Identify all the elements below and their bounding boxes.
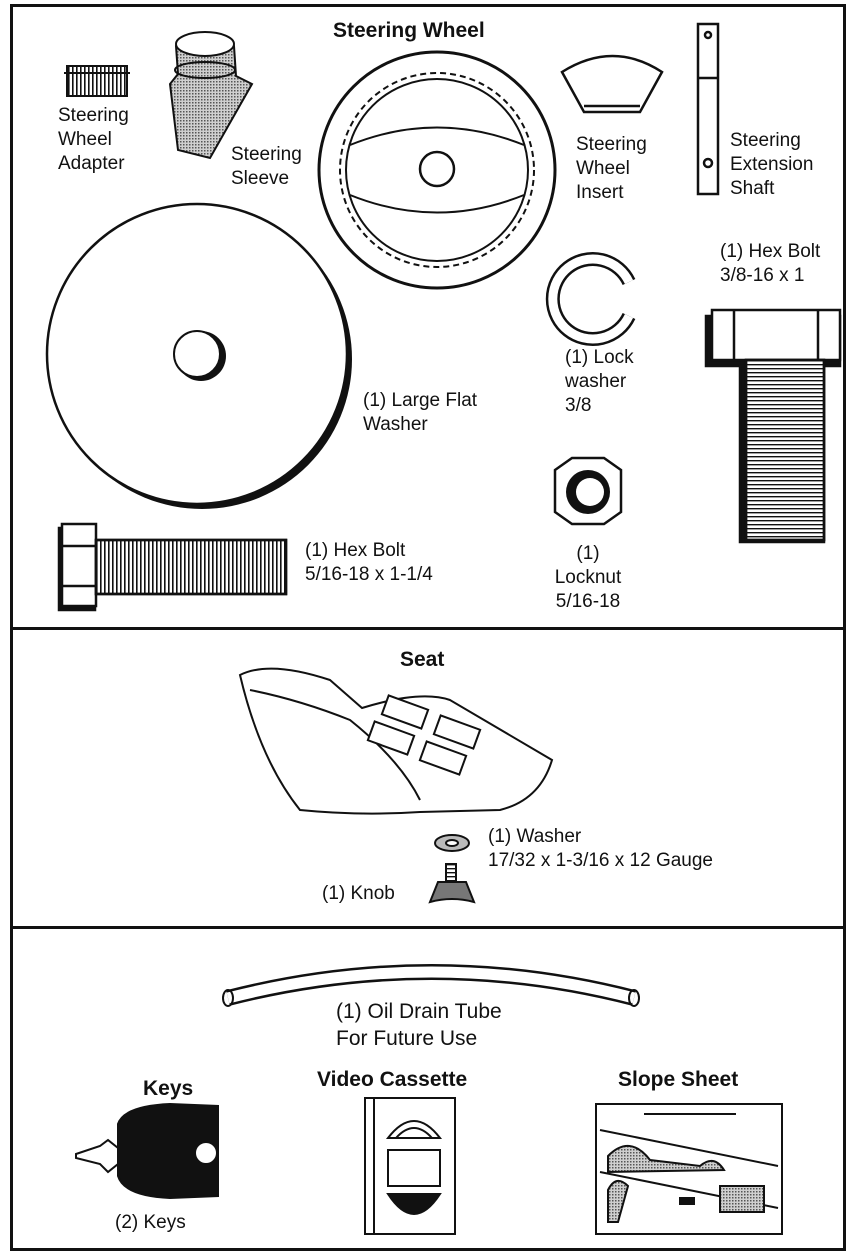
hex-bolt-small-label: (1) Hex Bolt 5/16-18 x 1-1/4	[305, 539, 433, 587]
large-flat-washer-icon	[47, 204, 352, 509]
lock-washer-label: (1) Lock washer 3/8	[565, 346, 634, 418]
lock-washer-icon	[553, 259, 629, 339]
steering-wheel-insert-icon	[562, 56, 662, 112]
steering-sleeve-label: Steering Sleeve	[231, 143, 302, 191]
slope-sheet-title: Slope Sheet	[618, 1068, 738, 1092]
hex-bolt-large-label: (1) Hex Bolt 3/8-16 x 1	[720, 240, 820, 288]
seat-washer-icon	[435, 835, 469, 851]
steering-wheel-icon	[319, 52, 555, 288]
slope-sheet-icon	[596, 1104, 782, 1234]
steering-wheel-adapter-label: Steering Wheel Adapter	[58, 104, 129, 176]
steering-wheel-adapter-icon	[64, 66, 130, 96]
key-icon	[76, 1104, 218, 1198]
knob-icon	[430, 864, 474, 902]
seat-icon	[240, 669, 552, 814]
hex-bolt-small-icon	[59, 524, 286, 610]
steering-sleeve-icon	[170, 32, 252, 158]
large-flat-washer-label: (1) Large Flat Washer	[363, 389, 477, 437]
steering-wheel-title: Steering Wheel	[333, 19, 485, 43]
steering-wheel-insert-label: Steering Wheel Insert	[576, 133, 647, 205]
seat-washer-label: (1) Washer 17/32 x 1-3/16 x 12 Gauge	[488, 825, 713, 873]
locknut-icon	[555, 458, 621, 524]
knob-label: (1) Knob	[322, 882, 395, 906]
oil-drain-tube-label: (1) Oil Drain Tube For Future Use	[336, 998, 502, 1052]
seat-title: Seat	[400, 648, 444, 672]
keys-label: (2) Keys	[115, 1211, 186, 1235]
hex-bolt-large-icon	[706, 310, 840, 542]
locknut-label: (1) Locknut 5/16-18	[550, 542, 626, 614]
video-cassette-icon	[365, 1098, 455, 1234]
keys-title: Keys	[143, 1077, 193, 1101]
video-cassette-title: Video Cassette	[317, 1068, 467, 1092]
steering-extension-shaft-label: Steering Extension Shaft	[730, 129, 813, 201]
steering-extension-shaft-icon	[698, 24, 718, 194]
